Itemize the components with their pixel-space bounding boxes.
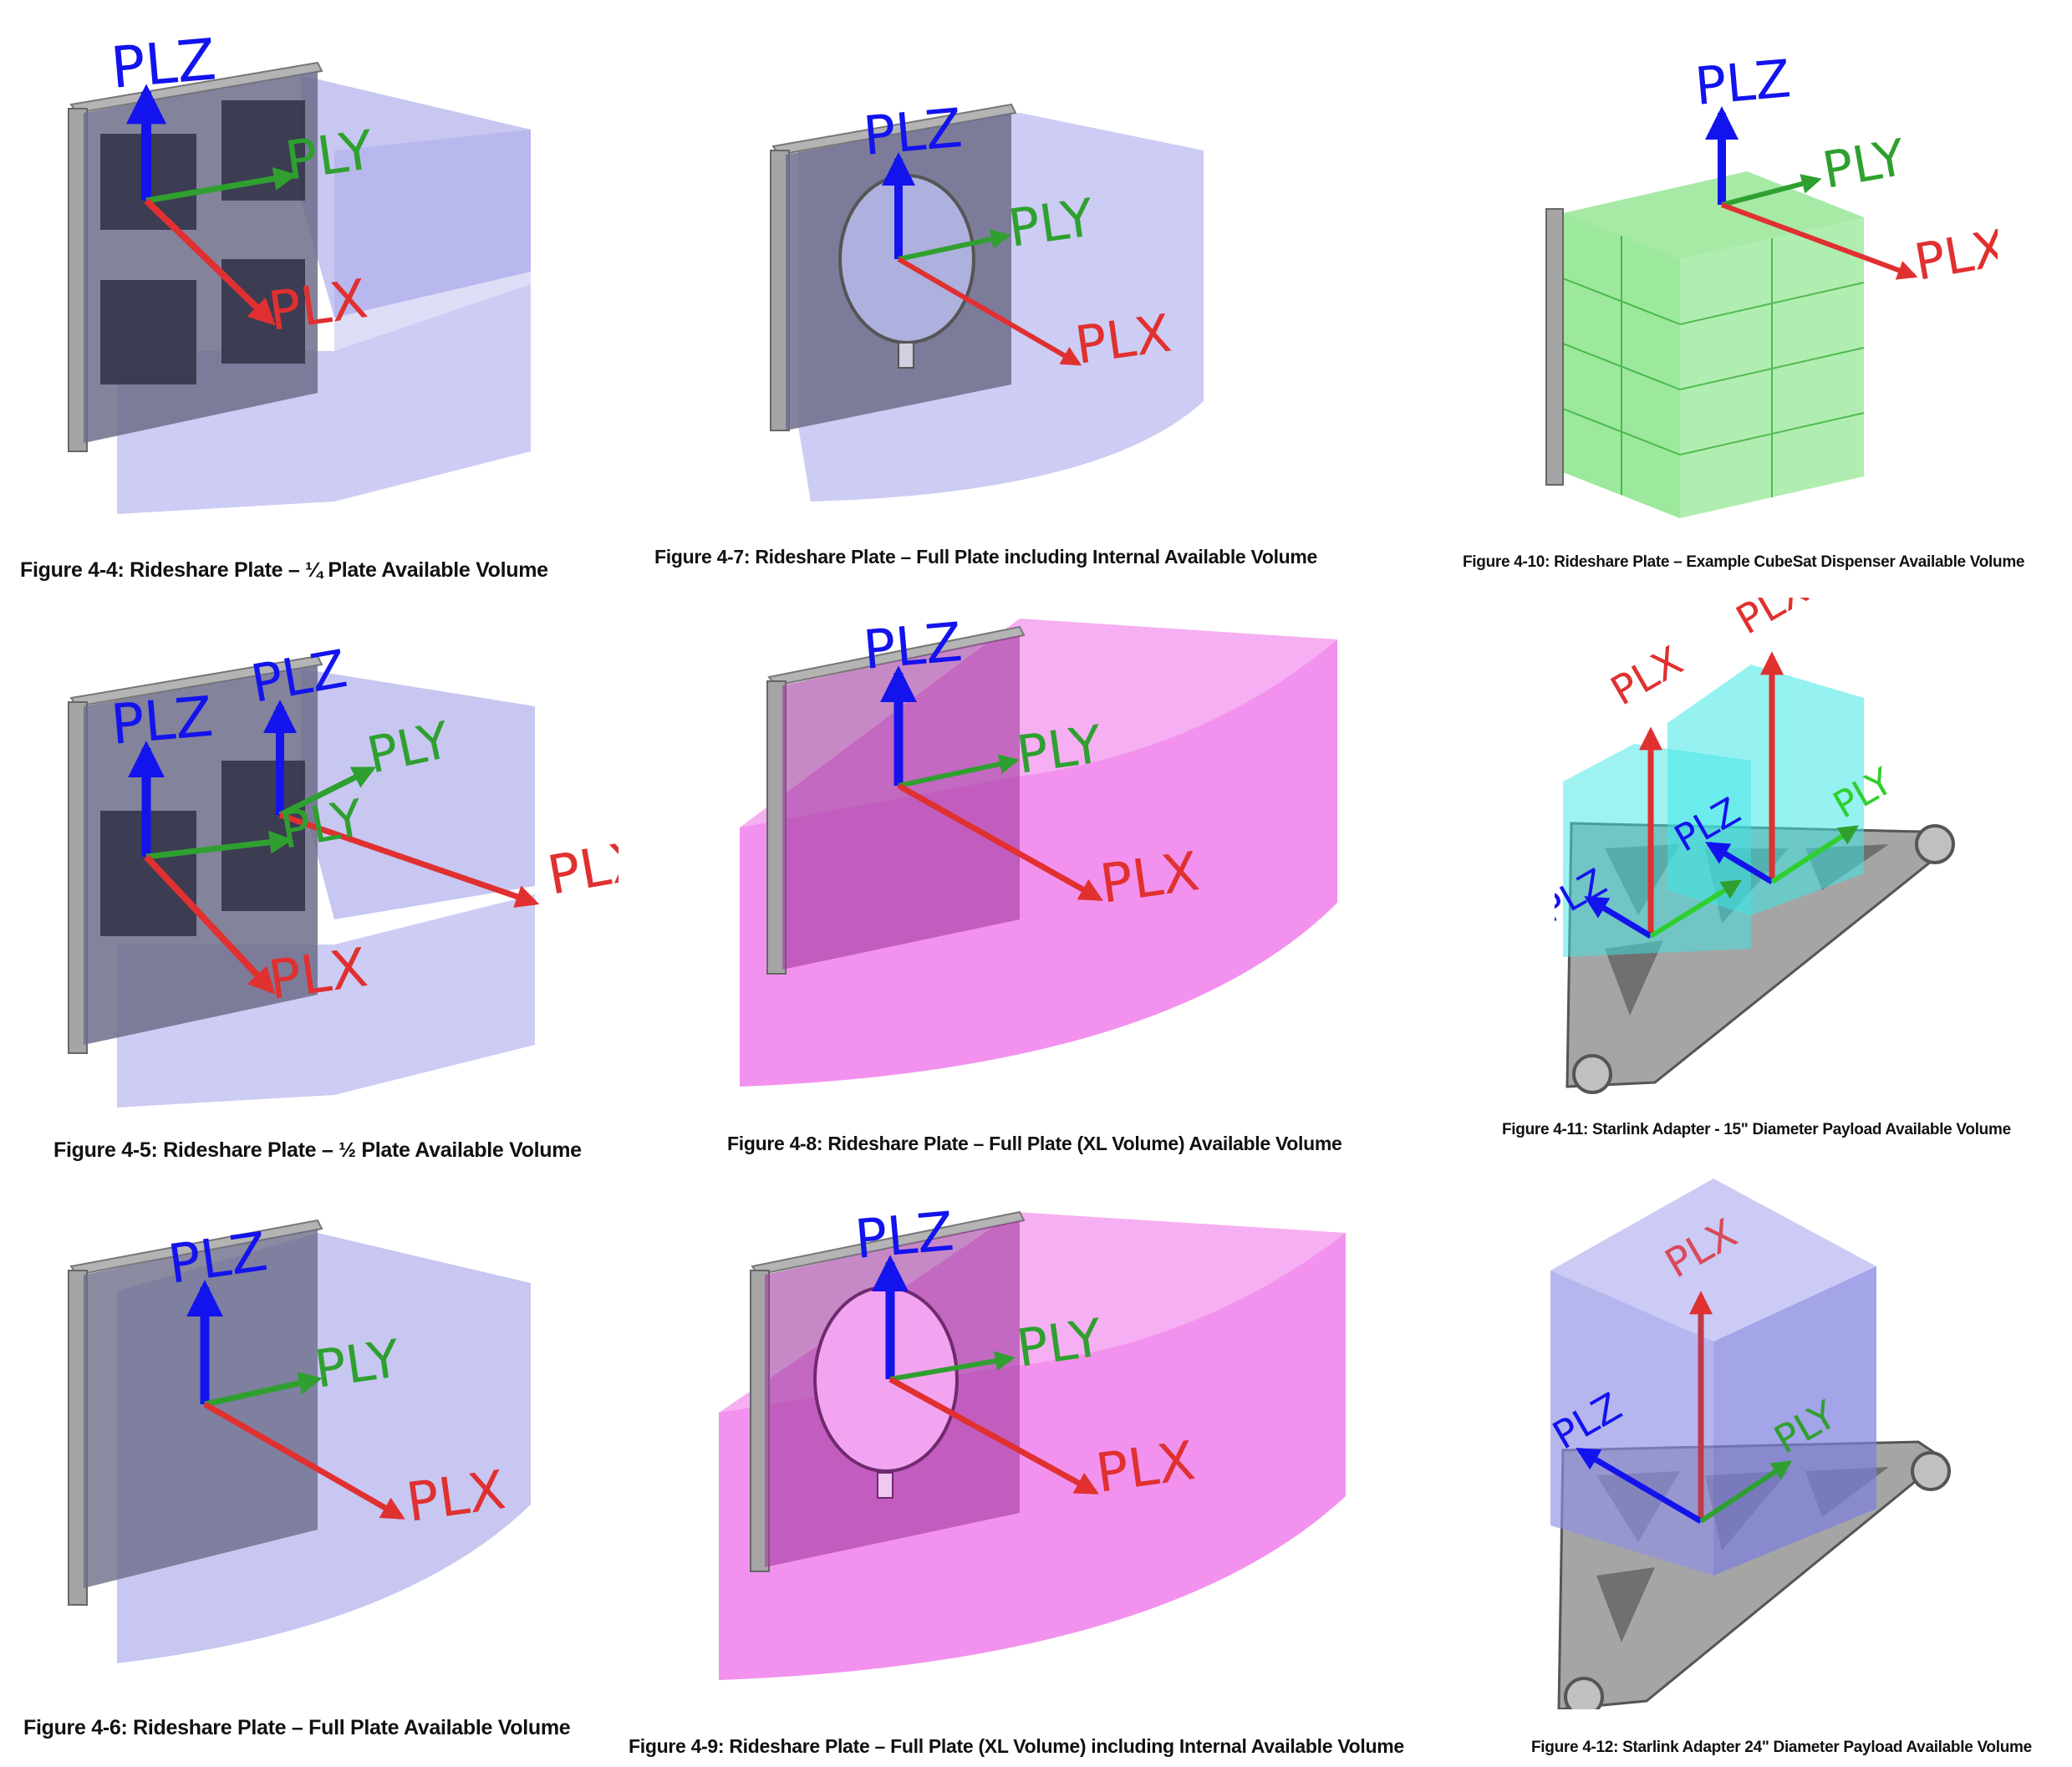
- axis-x-label: PLX: [1092, 1430, 1199, 1505]
- figure-4-10-diagram: PLZ PLY PLX: [1545, 48, 1998, 518]
- axis-y-label: PLY: [1013, 1306, 1106, 1378]
- axis-x-label: PLX: [265, 268, 371, 344]
- axis-z-label: PLZ: [861, 612, 965, 682]
- caption-figure-4-7: Figure 4-7: Rideshare Plate – Full Plate…: [654, 546, 1318, 568]
- axis-y-arrow: [204, 1372, 323, 1408]
- axis-y-arrow: [1721, 174, 1822, 207]
- axis-x-arrow: [888, 1376, 1099, 1495]
- figure-4-11-diagram: PLX PLX PLZ PLZ PLY: [1555, 598, 1955, 1094]
- sub-plate: [100, 280, 196, 384]
- adapter-boss: [1564, 1677, 1604, 1709]
- caption-figure-4-10: Figure 4-10: Rideshare Plate – Example C…: [1463, 553, 2025, 571]
- axis-y-arrow: [145, 166, 298, 204]
- axis-x-arrow: [144, 198, 276, 326]
- axis-x-label: PLX: [1072, 303, 1174, 376]
- axis-y-arrow: [278, 766, 377, 818]
- caption-figure-4-9: Figure 4-9: Rideshare Plate – Full Plate…: [629, 1735, 1404, 1757]
- axis-z-arrow: [1576, 1447, 1703, 1525]
- axis-y-label: PLY: [311, 1327, 404, 1399]
- caption-figure-4-5: Figure 4-5: Rideshare Plate – ½ Plate Av…: [53, 1138, 582, 1162]
- cubesat-volume-top: [1563, 171, 1864, 259]
- axis-y-label: PLY: [1818, 129, 1909, 201]
- payload-volume-left: [1550, 1271, 1713, 1576]
- plate-slot: [898, 342, 914, 369]
- axis-x-label: PLX: [265, 937, 371, 1012]
- volume-upper: [301, 75, 531, 318]
- axis-x-label: PLX: [543, 829, 619, 907]
- axis-y-label: PLY: [1005, 186, 1097, 258]
- adapter-boss: [1911, 1451, 1951, 1491]
- volume-lower: [117, 284, 531, 514]
- axis-z-label: PLZ: [109, 685, 216, 757]
- axis-y-arrow: [1699, 1460, 1792, 1524]
- plate-face: [84, 1229, 318, 1588]
- plate-edge: [1545, 208, 1564, 486]
- axis-y-arrow: [889, 1351, 1016, 1382]
- axis-x-arrow: [1720, 202, 1918, 280]
- adapter-boss: [1572, 1054, 1612, 1094]
- figure-4-12-diagram: PLX PLZ PLY: [1546, 1179, 1951, 1709]
- plate-slot: [877, 1472, 893, 1499]
- axis-x-label: PLX: [403, 1459, 509, 1535]
- payload-volume-right: [1713, 1266, 1876, 1576]
- caption-figure-4-11: Figure 4-11: Starlink Adapter - 15" Diam…: [1502, 1121, 2011, 1138]
- axis-x-label: PLX: [1728, 598, 1816, 644]
- axis-y-arrow: [1770, 825, 1860, 884]
- axis-z-label: PLZ: [861, 98, 965, 168]
- caption-figure-4-12: Figure 4-12: Starlink Adapter 24" Diamet…: [1531, 1739, 2032, 1756]
- axis-x-label: PLX: [1910, 219, 1998, 293]
- figure-4-8-diagram: PLZ PLY PLX: [740, 612, 1337, 1087]
- axis-x-label: PLX: [1603, 638, 1691, 715]
- caption-figure-4-6: Figure 4-6: Rideshare Plate – Full Plate…: [23, 1716, 571, 1739]
- axis-y-label: PLY: [282, 120, 378, 193]
- figure-4-7-diagram: PLZ PLY PLX: [770, 98, 1204, 502]
- adapter-boss: [1915, 824, 1955, 864]
- axis-x-arrow: [278, 812, 540, 908]
- axis-x-arrow: [203, 1401, 405, 1520]
- axis-x-arrow: [897, 257, 1082, 366]
- axis-y-arrow: [898, 229, 1011, 262]
- figure-4-5-diagram: PLZ PLZ PLY PLY PLX PLX: [68, 638, 619, 1108]
- axis-z-label: PLZ: [165, 1221, 271, 1296]
- axis-y-label: PLY: [276, 789, 367, 861]
- payload-volume-top: [1550, 1179, 1876, 1342]
- axis-z-label: PLZ: [1693, 48, 1793, 117]
- volume-upper: [301, 669, 535, 919]
- axis-z-arrow: [1705, 841, 1774, 885]
- axis-x-arrow: [897, 782, 1103, 902]
- caption-figure-4-4: Figure 4-4: Rideshare Plate – ¼ Plate Av…: [20, 558, 548, 582]
- caption-figure-4-8: Figure 4-8: Rideshare Plate – Full Plate…: [727, 1133, 1342, 1154]
- figure-4-9-diagram: PLZ PLY PLX: [719, 1201, 1346, 1680]
- plate-face: [782, 635, 1020, 970]
- axis-y-arrow: [1649, 879, 1743, 939]
- axis-z-label: PLZ: [853, 1201, 956, 1271]
- axis-y-arrow: [145, 830, 293, 860]
- figure-4-6-diagram: PLZ PLY PLX: [68, 1219, 531, 1663]
- cubesat-grid: [1562, 236, 1865, 497]
- axis-x-arrow: [144, 854, 276, 995]
- axis-z-label: PLZ: [109, 33, 219, 102]
- volume-back: [334, 130, 531, 351]
- figure-4-4-diagram: PLZ PLY PLX: [68, 33, 531, 514]
- axis-y-label: PLY: [1013, 713, 1106, 785]
- axis-z-arrow: [1584, 895, 1652, 940]
- axis-y-arrow: [898, 754, 1020, 788]
- axis-x-label: PLX: [1097, 841, 1203, 916]
